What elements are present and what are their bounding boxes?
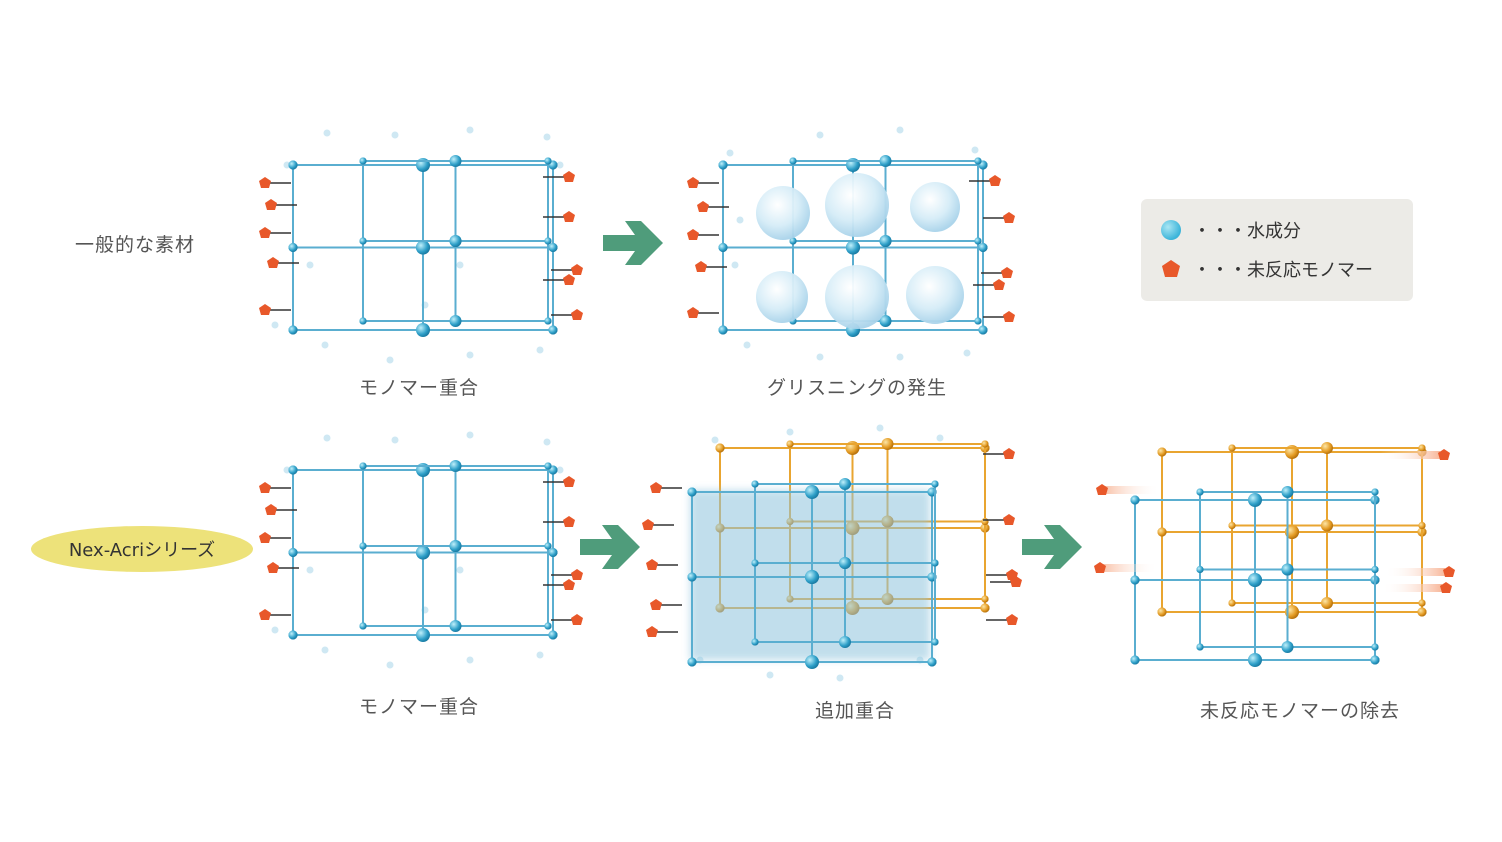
water-circle-icon (1161, 220, 1181, 240)
lattice-general-glistening (687, 126, 1015, 361)
row-label-nexacri-text: Nex-Acriシリーズ (68, 540, 216, 561)
arrow-right-icon (1022, 525, 1082, 569)
caption-monomer-removal: 未反応モノマーの除去 (1200, 700, 1401, 722)
monomer-pentagon-icon (1162, 260, 1180, 277)
row-label-nexacri: Nex-Acriシリーズ (31, 526, 253, 572)
lattice-nexacri-removed (1094, 442, 1455, 667)
lattice-nexacri-monomer (259, 431, 583, 669)
legend-text-water: ・・・水成分 (1193, 221, 1301, 242)
legend-text-monomer: ・・・未反応モノマー (1193, 260, 1373, 281)
legend-item-monomer: ・・・未反応モノマー (1161, 256, 1373, 282)
arrow-right-icon (603, 221, 663, 265)
caption-additional-polymerization: 追加重合 (815, 700, 896, 722)
row-label-general: 一般的な素材 (75, 234, 196, 256)
lattice-general-monomer (259, 126, 583, 364)
arrow-right-icon (580, 525, 640, 569)
lattice-nexacri-additional (642, 424, 1022, 682)
caption-glistening: グリスニングの発生 (767, 377, 948, 399)
legend-item-water: ・・・水成分 (1161, 217, 1301, 243)
caption-monomer-polymerization: モノマー重合 (359, 377, 480, 399)
caption-monomer-polymerization-2: モノマー重合 (359, 696, 480, 718)
legend: ・・・水成分 ・・・未反応モノマー (1141, 199, 1413, 301)
